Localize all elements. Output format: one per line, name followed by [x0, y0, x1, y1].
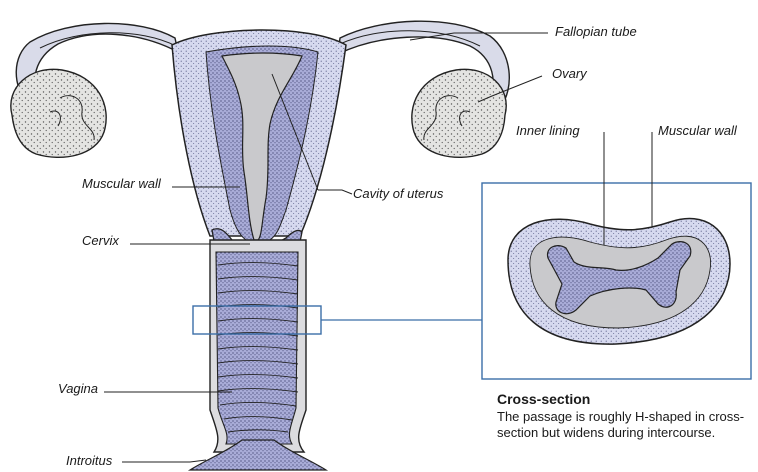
label-ovary: Ovary — [552, 66, 587, 81]
label-inner-lining: Inner lining — [516, 123, 580, 138]
caption-title: Cross-section — [497, 391, 590, 407]
vagina — [210, 240, 306, 452]
introitus — [190, 440, 326, 470]
label-muscular-wall-right: Muscular wall — [658, 123, 737, 138]
label-cavity-of-uterus: Cavity of uterus — [353, 186, 443, 201]
caption-body: The passage is roughly H-shaped in cross… — [497, 409, 747, 441]
label-introitus: Introitus — [66, 453, 112, 468]
label-vagina: Vagina — [58, 381, 98, 396]
uterus — [172, 30, 346, 240]
label-cervix: Cervix — [82, 233, 119, 248]
label-fallopian-tube: Fallopian tube — [555, 24, 637, 39]
label-muscular-wall-left: Muscular wall — [82, 176, 161, 191]
